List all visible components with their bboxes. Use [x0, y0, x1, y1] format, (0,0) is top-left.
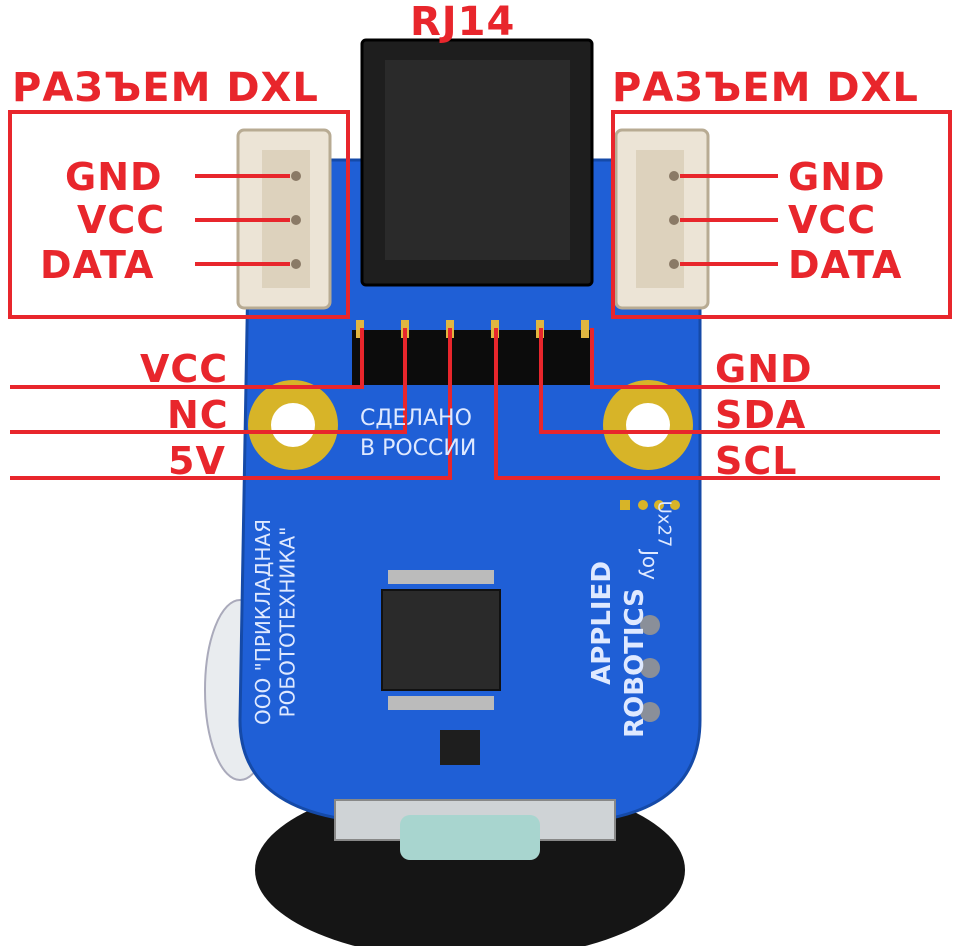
small-ic-chip — [440, 730, 480, 765]
left-dxl-title: РАЗЪЕМ DXL — [12, 65, 319, 111]
left-dxl-pin-3 — [291, 259, 301, 269]
header-pin-nc-label: NC — [167, 393, 229, 437]
header-pin-6 — [581, 320, 589, 338]
via-2 — [640, 658, 660, 678]
joy-pad-2 — [638, 500, 648, 510]
right-dxl-pin-1 — [669, 171, 679, 181]
header-pin-5v-label: 5V — [168, 439, 226, 483]
header-vcc-leader — [10, 328, 364, 389]
left-dxl-box — [8, 110, 350, 319]
header-pin-gnd-label: GND — [715, 347, 813, 391]
left-pin-vcc: VCC — [77, 198, 166, 242]
joy-label: Joy — [637, 550, 662, 580]
company-line1: ООО "ПРИКЛАДНАЯ — [251, 518, 276, 726]
right-pin-data: DATA — [788, 243, 903, 287]
right-pin-vcc: VCC — [788, 198, 877, 242]
main-ic-pins-bottom — [388, 696, 494, 710]
header-scl-leader — [494, 328, 940, 480]
header-pin-scl-label: SCL — [715, 439, 798, 483]
header-nc-leader — [10, 328, 407, 434]
right-dxl-title: РАЗЪЕМ DXL — [612, 65, 919, 111]
mounting-hole-left-inner — [271, 403, 315, 447]
motor-coupler — [400, 815, 540, 860]
right-dxl-pin-3 — [669, 259, 679, 269]
rj14-jack-front — [385, 60, 570, 260]
header-gnd-leader — [590, 328, 940, 389]
right-dxl-pin-2 — [669, 215, 679, 225]
right-dxl-box — [611, 110, 952, 319]
left-dxl-pin-2 — [291, 215, 301, 225]
via-3 — [640, 702, 660, 722]
header-5v-leader — [10, 328, 452, 480]
via-1 — [640, 615, 660, 635]
joy-pad-3 — [654, 500, 664, 510]
right-pin-gnd: GND — [788, 155, 886, 199]
brand-line2: ROBOTICS — [619, 588, 650, 738]
brand-line1: APPLIED — [586, 561, 617, 685]
mounting-hole-right-inner — [626, 403, 670, 447]
header-sda-leader — [539, 328, 940, 434]
ux-label: Ux27 — [653, 500, 675, 548]
company-line2: РОБОТОТЕХНИКА" — [275, 526, 300, 718]
joy-pad-4 — [670, 500, 680, 510]
made-in-line2: В РОССИИ — [360, 436, 477, 461]
rj14-label: RJ14 — [410, 0, 516, 45]
made-in-line1: СДЕЛАНО — [360, 406, 472, 431]
header-pin-sda-label: SDA — [715, 393, 807, 437]
pin-header — [352, 330, 592, 385]
joy-pad-1 — [620, 500, 630, 510]
left-pin-gnd: GND — [65, 155, 163, 199]
main-ic-pins-top — [388, 570, 494, 584]
main-ic-chip — [381, 589, 501, 691]
left-dxl-pin-1 — [291, 171, 301, 181]
header-pin-vcc-label: VCC — [140, 347, 229, 391]
left-pin-data: DATA — [40, 243, 155, 287]
